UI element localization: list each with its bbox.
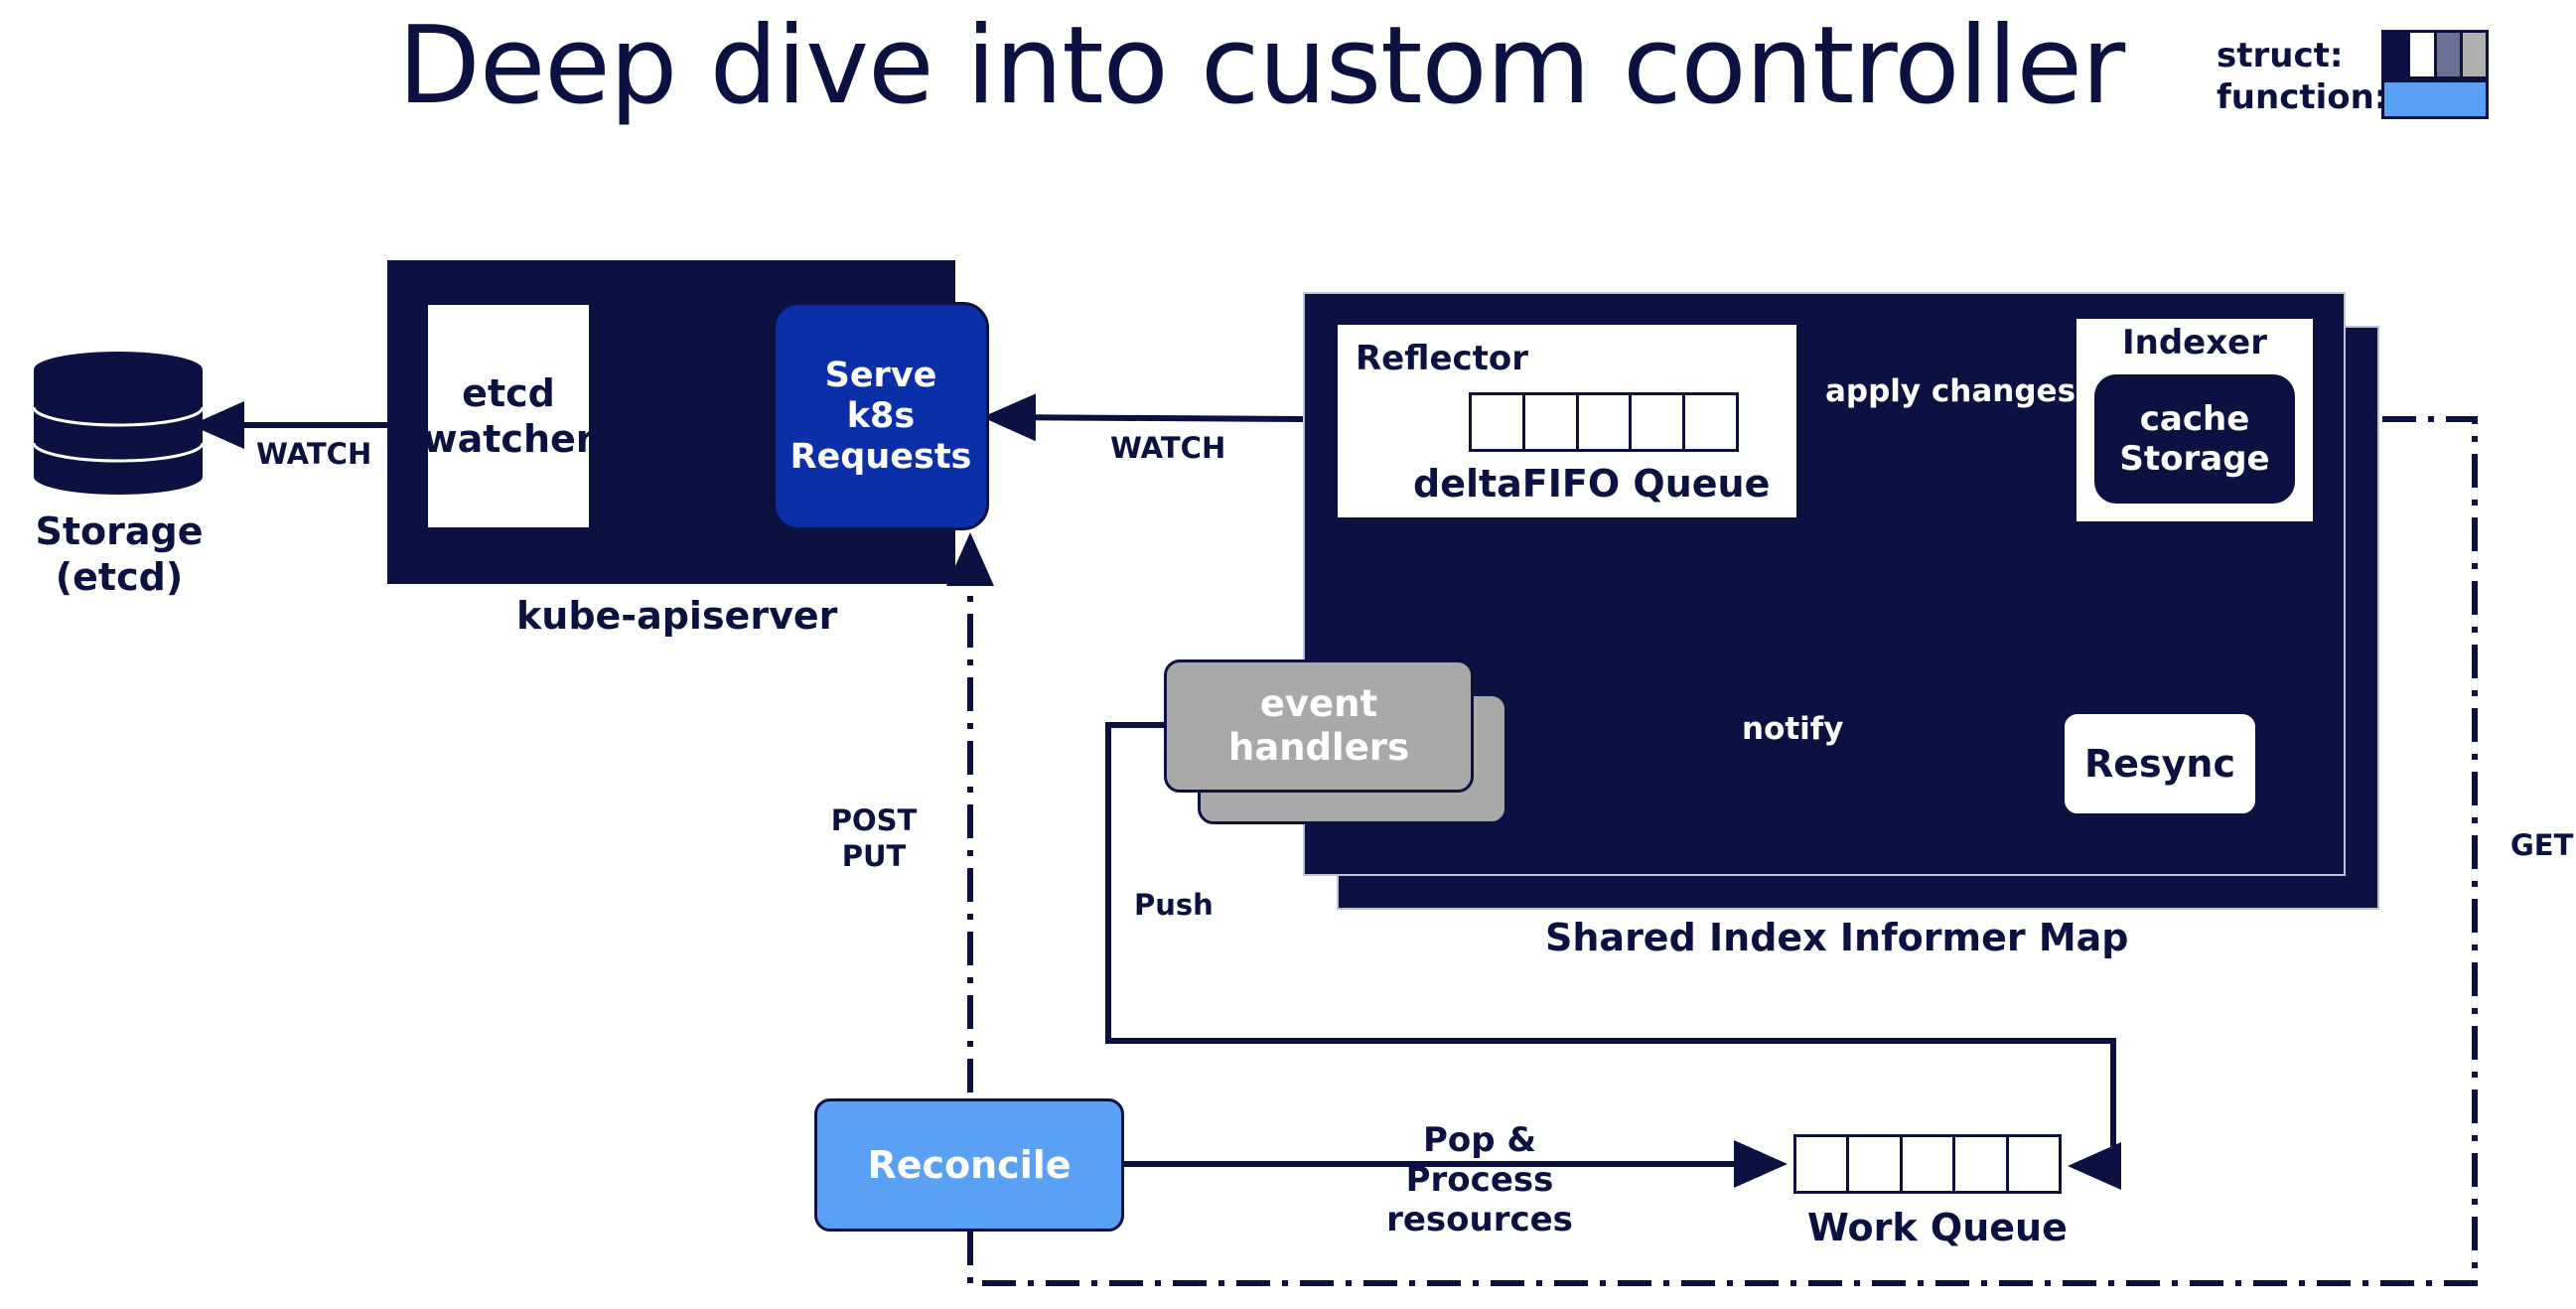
- reconcile-box: Reconcile: [814, 1098, 1124, 1232]
- deltafifo-label: deltaFIFO Queue: [1413, 462, 1771, 506]
- deltafifo-cell: [1578, 392, 1633, 452]
- post-put-label: POST PUT: [830, 803, 918, 873]
- work-queue-cell: [1793, 1134, 1850, 1194]
- etcd-watcher-box: etcd watcher: [423, 302, 595, 530]
- legend-struct-swatch: [2381, 30, 2489, 79]
- legend-swatch-navy: [2384, 33, 2408, 76]
- work-queue-cell: [1955, 1134, 2009, 1194]
- legend-struct-label: struct:: [2217, 36, 2344, 75]
- kube-apiserver-label: kube-apiserver: [516, 594, 838, 638]
- cache-storage-box: cache Storage: [2094, 374, 2295, 504]
- indexer-label: Indexer: [2121, 323, 2267, 363]
- watch-storage-label: WATCH: [256, 437, 372, 471]
- apply-changes-label: apply changes: [1825, 373, 2076, 409]
- legend-function-label: function:: [2217, 77, 2388, 117]
- get-label: GET: [2510, 828, 2574, 862]
- legend-swatch-white: [2407, 33, 2434, 76]
- reflector-box: Reflector deltaFIFO Queue: [1335, 322, 1799, 520]
- storage-label: Storage (etcd): [35, 509, 204, 599]
- deltafifo-cells: [1469, 392, 1739, 452]
- deltafifo-cell: [1632, 392, 1686, 452]
- legend-swatch-slate: [2433, 33, 2460, 76]
- watch-api-arrow: [982, 393, 1304, 442]
- event-handlers-box: event handlers: [1164, 659, 1474, 793]
- shared-index-informer-map-label: Shared Index Informer Map: [1545, 916, 2129, 959]
- pop-process-label: Pop & Process resources: [1386, 1120, 1573, 1239]
- work-queue-cell: [1902, 1134, 1956, 1194]
- work-queue-cells: [1793, 1134, 2063, 1194]
- legend-function-swatch: [2381, 79, 2489, 119]
- watch-api-label: WATCH: [1110, 431, 1226, 465]
- resync-box: Resync: [2062, 711, 2258, 816]
- legend-swatch-grey: [2459, 33, 2486, 76]
- work-queue-label: Work Queue: [1807, 1206, 2068, 1249]
- storage-cylinder-icon: [32, 352, 205, 495]
- reflector-label: Reflector: [1356, 339, 1529, 378]
- deltafifo-cell: [1469, 392, 1525, 452]
- get-loop: [967, 416, 2478, 1286]
- work-queue-cell: [1849, 1134, 1903, 1194]
- page-title: Deep dive into custom controller: [397, 4, 2126, 128]
- notify-label: notify: [1742, 711, 1844, 747]
- push-label: Push: [1134, 888, 1214, 922]
- serve-k8s-requests-box: Serve k8s Requests: [773, 302, 989, 530]
- work-queue-cell: [2008, 1134, 2063, 1194]
- indexer-box: Indexer cache Storage: [2074, 316, 2316, 524]
- push-arrow: [1105, 722, 2121, 1190]
- deltafifo-cell: [1685, 392, 1739, 452]
- deltafifo-cell: [1524, 392, 1579, 452]
